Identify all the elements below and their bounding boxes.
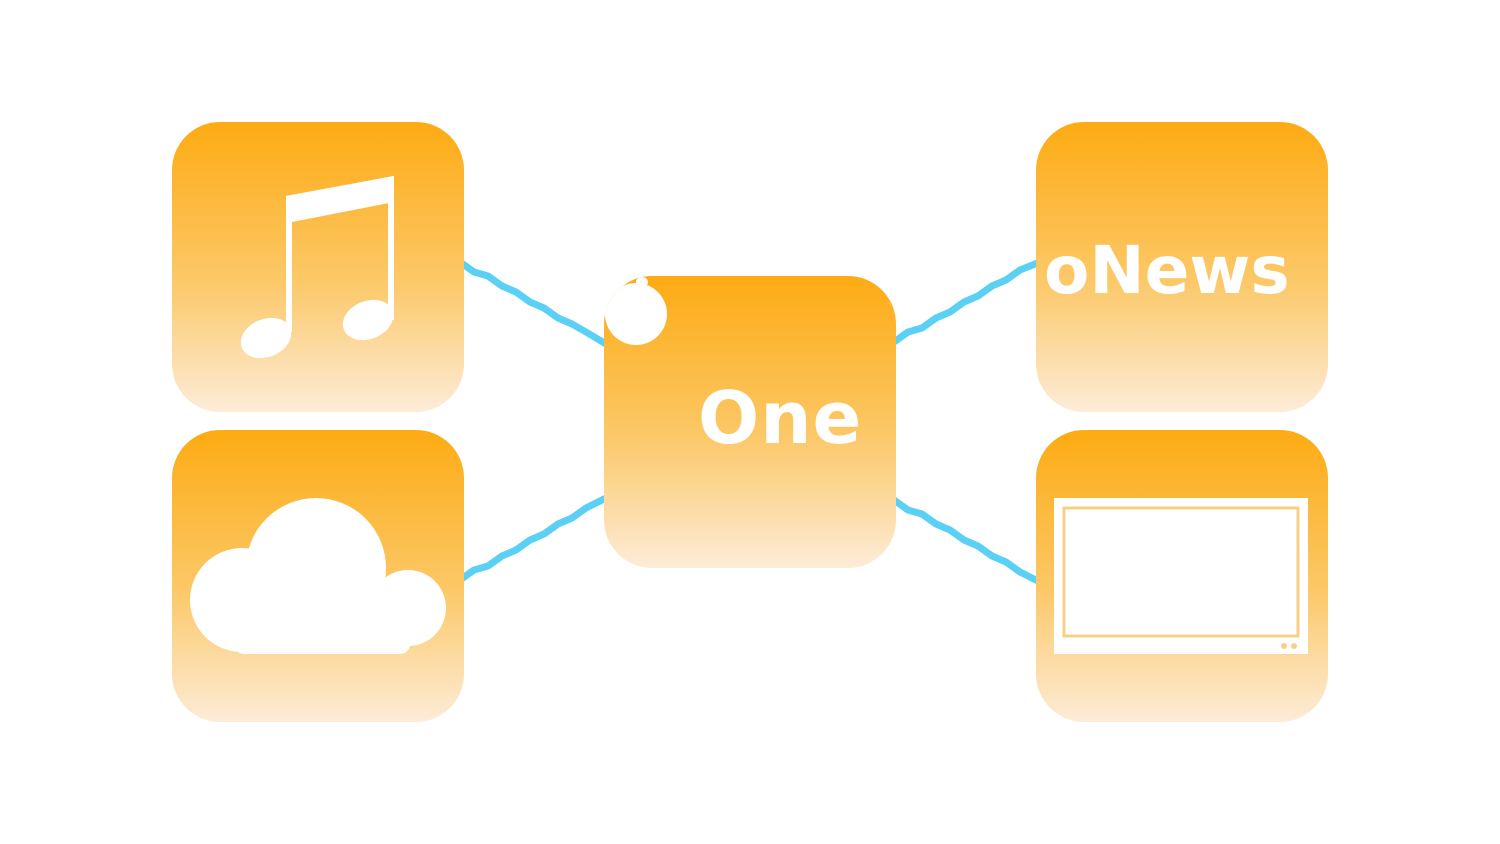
music-tile [172, 122, 464, 412]
connector-cloud-center [456, 494, 610, 584]
news-label: oNews [1044, 232, 1290, 309]
connector-center-news [890, 258, 1044, 346]
center-one-tile: One [604, 276, 896, 568]
tv-tile [1036, 430, 1328, 722]
music-note-icon [240, 176, 394, 359]
cloud-icon [190, 498, 446, 654]
connector-center-tv [890, 496, 1044, 586]
connector-music-center [456, 258, 610, 348]
tv-screen-icon [1054, 498, 1308, 654]
news-tile: oNews [1036, 122, 1328, 412]
center-label: One [698, 376, 863, 460]
fruit-logo-icon [605, 277, 667, 345]
cloud-tile [172, 430, 464, 722]
